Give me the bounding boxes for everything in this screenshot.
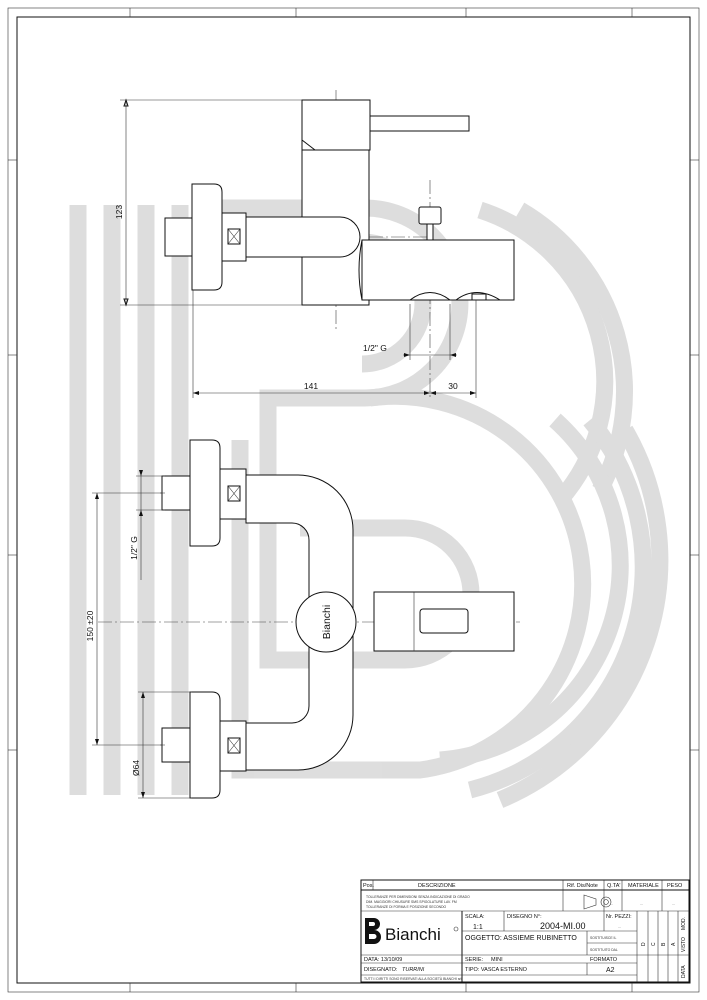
tb-diritti: TUTTI I DIRITTI SONO RISERVATI ALLA SOCI… (364, 977, 462, 981)
tb-scala-label: SCALA: (465, 914, 485, 920)
tb-pezzi-dash: ... (618, 925, 621, 929)
tb-peso: PESO (667, 883, 683, 889)
tb-serie-label: SERIE: (465, 957, 484, 963)
dim-centers: 150 ±20 (85, 610, 95, 641)
tb-rev-a: A (671, 942, 677, 946)
side-view (164, 90, 515, 400)
tb-qta: Q.TA' (607, 883, 620, 889)
border-ticks (8, 8, 699, 992)
tb-materiale: MATERIALE (628, 883, 659, 889)
tb-disegno-label: DISEGNO N°: (507, 914, 542, 920)
tb-rev-data: DATA (681, 965, 687, 978)
front-view: Bianchi (98, 439, 520, 799)
tb-peso-dash: ... (672, 902, 675, 906)
dim-flange-dia: Ø64 (131, 760, 141, 776)
dim-thread-side: 1/2" G (129, 536, 139, 560)
dim-height-top: 123 (114, 205, 124, 219)
projection-circle-icon (600, 896, 612, 908)
tb-data: DATA: 13/10/09 (364, 957, 402, 963)
tb-disegno-value: 2004-MI.00 (540, 921, 586, 931)
tb-qta-dash: ... (610, 902, 613, 906)
tb-formato-label: FORMATO (590, 957, 618, 963)
projection-cone-icon (583, 894, 597, 910)
dimensions-front: 150 ±20 1/2" G Ø64 (85, 470, 192, 799)
tb-rev-c: C (651, 942, 657, 946)
sheet-border (7, 7, 700, 993)
tb-serie-value: MINI (491, 957, 503, 963)
dim-width-main: 141 (304, 381, 318, 391)
tb-sostituisce: SOSTITUISCE IL (590, 936, 616, 940)
tb-materiale-dash: ... (640, 902, 643, 906)
tb-rev-b: B (661, 942, 667, 946)
tb-descrizione: DESCRIZIONE (418, 883, 456, 889)
tb-scala-value: 1:1 (473, 924, 483, 931)
title-block: Pos. DESCRIZIONE Rif. Dis/Note Q.TA' MAT… (360, 879, 690, 983)
tb-pezzi-label: Nr. PEZZI: (606, 914, 632, 920)
tb-sostituito: SOSTITUITO DAL (590, 948, 618, 952)
front-logo-text: Bianchi (321, 605, 333, 639)
tb-rev-mod: MOD. (681, 917, 687, 930)
bianchi-logo: Bianchi (365, 918, 459, 944)
tb-oggetto: OGGETTO: ASSIEME RUBINETTO (465, 935, 577, 942)
dimensions-top: 123 141 30 1/2" G (114, 98, 477, 398)
tb-tipo: TIPO: VASCA ESTERNO (465, 967, 528, 973)
tb-notice-3: TOLLERANZE DI FORMA E POSIZIONE SECONDO (366, 905, 447, 909)
tb-disegnato-label: DISEGNATO: (364, 967, 398, 973)
tb-rev-visto: VISTO (681, 937, 687, 952)
tb-notice-1: TOLLERANZE PER DIMENSIONI SENZA INDICAZI… (366, 895, 470, 899)
tb-disegnato-value: TURRINI (402, 967, 425, 973)
tb-rif: Rif. Dis/Note (567, 883, 598, 889)
dim-width-spout: 30 (448, 381, 458, 391)
tb-pos: Pos. (363, 883, 374, 889)
tb-notice-2: DIM. MAGGIORI CHIUSURE SMS SPIGOLATURE L… (366, 900, 457, 904)
tb-formato-value: A2 (606, 967, 615, 974)
tb-logo-text: Bianchi (385, 925, 441, 944)
dim-thread-top: 1/2" G (363, 343, 387, 353)
tb-rev-d: D (641, 942, 647, 946)
